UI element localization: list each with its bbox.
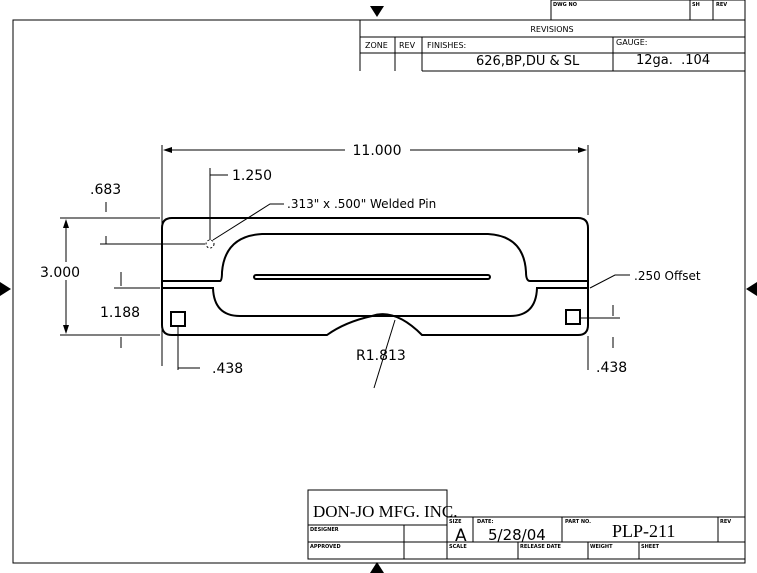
revisions-block: DWG NO SH REV REVISIONS ZONE REV FINISHE… (359, 0, 746, 72)
part-outline (161, 217, 589, 336)
company-name: DON-JO MFG. INC. (313, 502, 458, 521)
gauge-label: GAUGE: (616, 38, 647, 47)
sheet-label: SHEET (641, 544, 660, 550)
dimensions: 11.000 1.250 .683 .313" x .500" Welded P… (38, 143, 701, 389)
rev-column-label: REV (399, 41, 416, 50)
dim-hole-left: .438 (212, 361, 243, 377)
part-no-label: PART NO. (565, 519, 591, 525)
size-label: SIZE (449, 519, 462, 525)
dim-height: 3.000 (40, 265, 80, 281)
revisions-title: REVISIONS (530, 25, 573, 34)
release-date-label: RELEASE DATE (520, 544, 562, 550)
dim-pin-offset-y: .683 (90, 182, 121, 198)
dwg-no-label: DWG NO (553, 2, 577, 8)
dim-hole-right: .438 (596, 360, 627, 376)
center-mark-left-icon (0, 282, 11, 296)
dim-step-height: 1.188 (100, 305, 140, 321)
hole-left (170, 311, 186, 327)
designer-label: DESIGNER (310, 527, 339, 533)
center-mark-right-icon (746, 282, 757, 296)
date-value: 5/28/04 (488, 526, 546, 544)
center-mark-top-icon (370, 6, 384, 17)
hole-right (565, 309, 581, 325)
rev-label: REV (716, 2, 727, 8)
size-value: A (455, 526, 467, 546)
gauge-value: 12ga. .104 (636, 53, 710, 68)
weight-label: WEIGHT (590, 544, 613, 550)
sh-label: SH (692, 2, 700, 8)
dim-overall-length: 11.000 (353, 143, 402, 159)
offset-note: .250 Offset (634, 269, 701, 283)
part-no-value: PLP-211 (612, 521, 675, 541)
welded-pin (205, 239, 215, 249)
finishes-value: 626,BP,DU & SL (476, 54, 580, 69)
dim-pin-offset-x: 1.250 (232, 168, 272, 184)
pin-note: .313" x .500" Welded Pin (287, 197, 436, 211)
finishes-label: FINISHES: (427, 41, 466, 50)
title-block: DON-JO MFG. INC. DESIGNER APPROVED SIZE … (307, 489, 745, 560)
title-rev-label: REV (720, 519, 731, 525)
dim-radius: R1.813 (356, 348, 406, 364)
date-label: DATE: (477, 519, 493, 525)
slot (253, 274, 491, 280)
center-mark-bottom-icon (370, 562, 384, 573)
zone-label: ZONE (365, 41, 388, 50)
scale-label: SCALE (449, 544, 467, 550)
approved-label: APPROVED (310, 544, 341, 550)
